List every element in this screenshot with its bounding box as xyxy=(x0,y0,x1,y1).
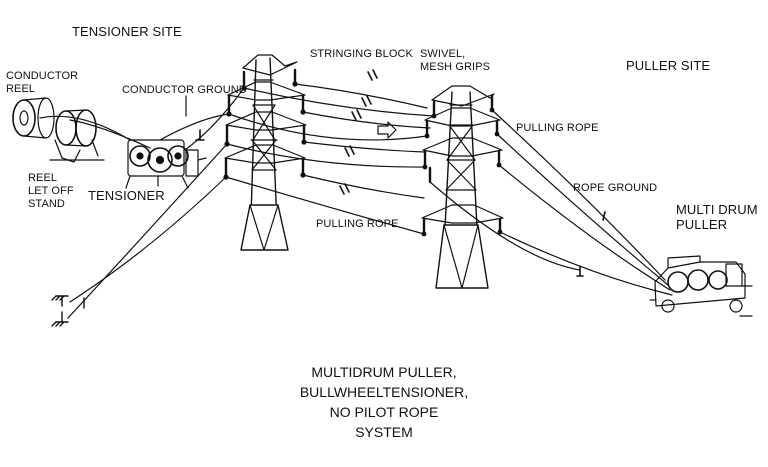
label-pulling-rope-bottom: PULLING ROPE xyxy=(316,218,399,230)
multi-drum-puller xyxy=(649,255,753,317)
label-tensioner: TENSIONER xyxy=(88,188,165,203)
conductors xyxy=(39,83,673,319)
left-anchors xyxy=(51,295,85,327)
label-swivel-mesh-grips: SWIVEL, MESH GRIPS xyxy=(420,48,491,73)
label-conductor-ground: CONDUCTOR GROUND xyxy=(122,84,247,96)
label-conductor-reel: CONDUCTOR REEL xyxy=(6,70,79,95)
span-markers xyxy=(339,69,606,221)
label-multi-drum-puller: MULTI DRUM PULLER xyxy=(676,202,758,232)
label-puller-site: PULLER SITE xyxy=(626,58,711,73)
tensioner-machine xyxy=(125,139,207,189)
label-rope-ground: ROPE GROUND xyxy=(573,182,658,194)
label-pulling-rope-right: PULLING ROPE xyxy=(516,122,599,134)
conductor-reel xyxy=(12,97,105,163)
label-stringing-block: STRINGING BLOCK xyxy=(310,48,413,60)
diagram-caption: MULTIDRUM PULLER, BULLWHEELTENSIONER, NO… xyxy=(299,364,469,440)
label-reel-let-off-stand: REEL LET OFF STAND xyxy=(28,172,74,210)
left-tower xyxy=(223,54,307,251)
rope-ground-mark xyxy=(576,265,584,277)
right-tower xyxy=(421,85,504,289)
direction-arrow xyxy=(377,121,397,139)
label-tensioner-site: TENSIONER SITE xyxy=(72,24,182,39)
